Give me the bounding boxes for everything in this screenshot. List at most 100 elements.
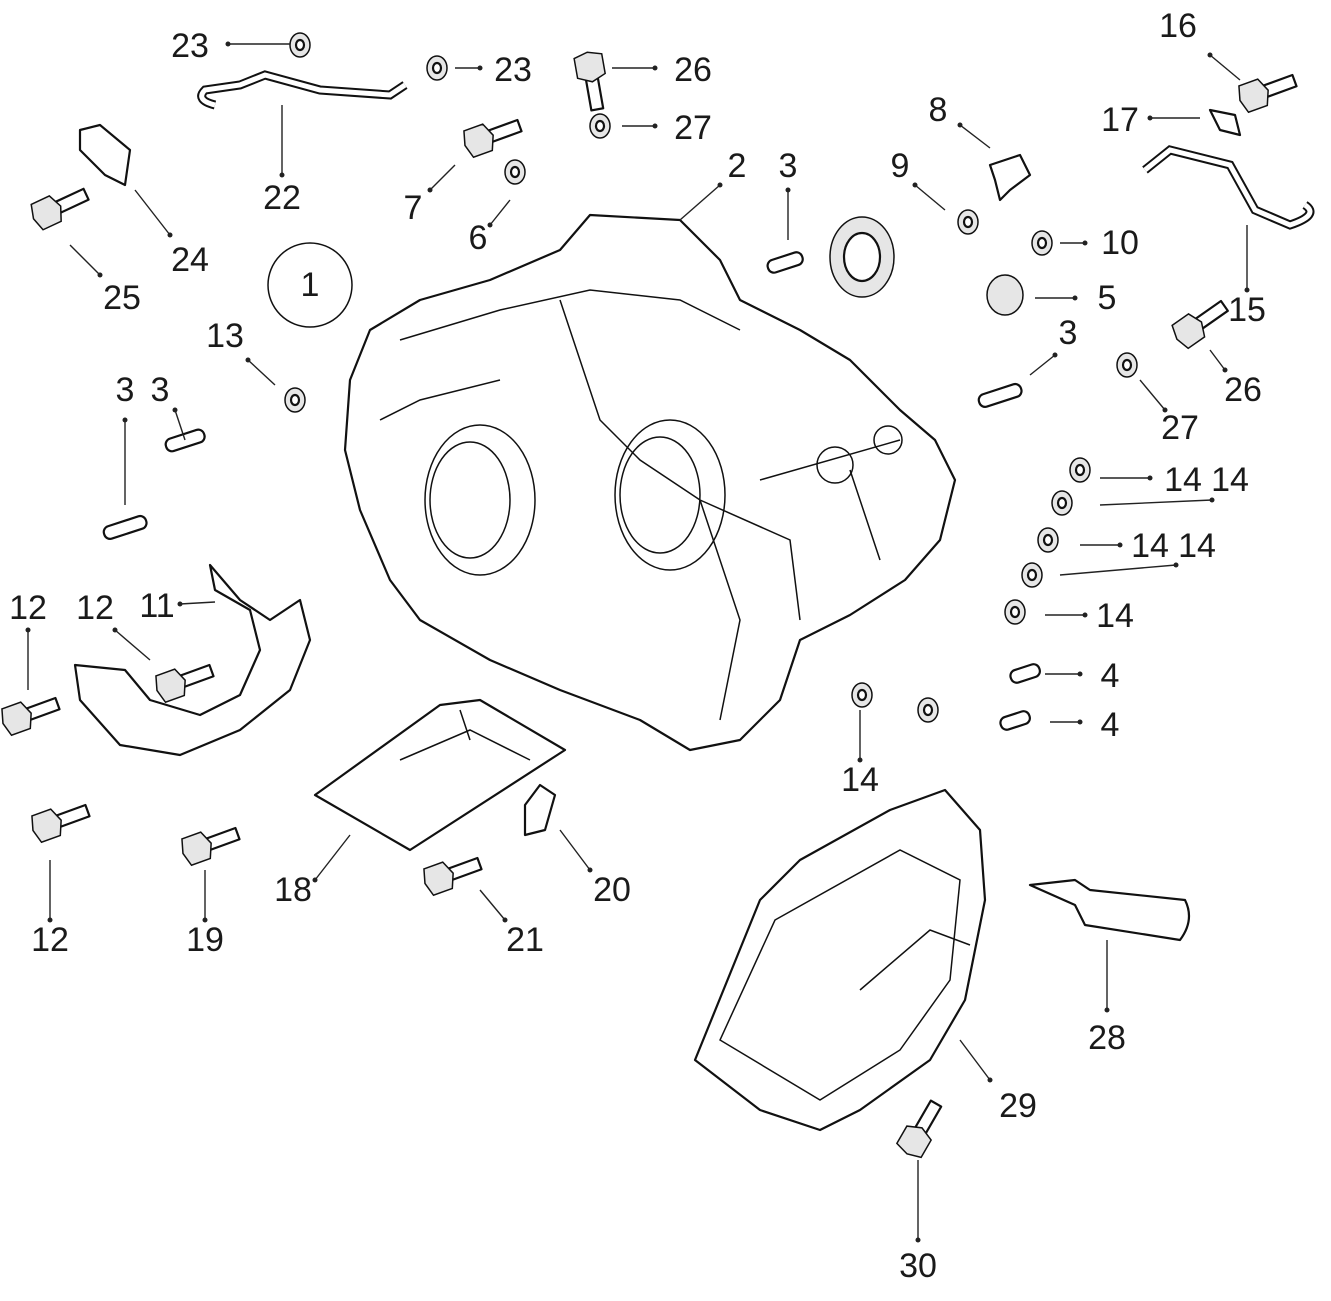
- leader-line: [1059, 564, 1177, 576]
- bolt-head: [181, 831, 212, 867]
- leader-dot: [1117, 542, 1123, 548]
- leader-dot: [245, 357, 251, 363]
- bolt-head: [463, 123, 494, 159]
- callout-14: 14: [841, 761, 879, 799]
- leader-dot: [987, 1077, 993, 1083]
- callout-25: 25: [103, 279, 141, 317]
- callout-14: 14: [1178, 527, 1216, 565]
- callout-4: 4: [1101, 706, 1120, 744]
- leader-line: [174, 409, 186, 441]
- leader-dot: [857, 757, 863, 763]
- callout-5: 5: [1098, 279, 1117, 317]
- dowel-pin: [999, 710, 1031, 731]
- bolt-head: [1171, 313, 1206, 350]
- callout-27: 27: [1161, 409, 1199, 447]
- washer-hole: [431, 61, 443, 75]
- pins: [102, 251, 1041, 731]
- leader-dot: [957, 122, 963, 128]
- bracket: [523, 783, 557, 837]
- bolts: [1, 51, 1298, 1159]
- dowel-pin: [766, 251, 804, 274]
- leader-dot: [312, 877, 318, 883]
- leader-dot: [487, 222, 493, 228]
- leader-dot: [1147, 475, 1153, 481]
- callout-13: 13: [206, 317, 244, 355]
- leader-line: [114, 629, 151, 661]
- bolt: [1, 696, 61, 737]
- leader-line: [489, 199, 511, 226]
- leader-dot: [652, 123, 658, 129]
- plug: [988, 153, 1032, 202]
- leader-dot: [172, 407, 178, 413]
- leader-dot: [1082, 612, 1088, 618]
- callout-15: 15: [1228, 291, 1266, 329]
- callout-12: 12: [9, 589, 47, 627]
- callout-6: 6: [469, 219, 488, 257]
- leader-dot: [912, 182, 918, 188]
- leader-dot: [167, 232, 173, 238]
- leader-line: [247, 359, 276, 386]
- bolt-head: [155, 668, 186, 704]
- leader-dot: [279, 172, 285, 178]
- leader-line: [1029, 354, 1056, 376]
- oil-tube-upper-left: [197, 70, 408, 110]
- leader-dot: [25, 627, 31, 633]
- leader-dot: [177, 601, 183, 607]
- callout-26: 26: [674, 51, 712, 89]
- callout-2: 2: [728, 147, 747, 185]
- callout-3: 3: [1059, 314, 1078, 352]
- leader-dot: [427, 187, 433, 193]
- washer-hole: [1036, 236, 1048, 250]
- filter-detail: [399, 709, 531, 761]
- callout-26: 26: [1224, 371, 1262, 409]
- leader-dot: [915, 1237, 921, 1243]
- bolt: [31, 803, 91, 844]
- bolt: [1238, 73, 1298, 114]
- callout-14: 14: [1131, 527, 1169, 565]
- washer-hole: [509, 165, 521, 179]
- bolt-head: [423, 861, 454, 897]
- callout-14: 14: [1096, 597, 1134, 635]
- callout-10: 10: [1101, 224, 1139, 262]
- callout-14: 14: [1211, 461, 1249, 499]
- callout-29: 29: [999, 1087, 1037, 1125]
- callout-19: 19: [186, 921, 224, 959]
- callout-12: 12: [31, 921, 69, 959]
- leader-dot: [1077, 719, 1083, 725]
- leader-dot: [47, 917, 53, 923]
- bolt: [155, 663, 215, 704]
- parts-drawing: [1, 32, 1315, 1159]
- callout-4: 4: [1101, 657, 1120, 695]
- callout-11: 11: [139, 587, 174, 625]
- housing-bore: [429, 441, 511, 559]
- callout-12: 12: [76, 589, 114, 627]
- sealant-tube: [1028, 878, 1191, 942]
- housing-bore: [424, 424, 536, 576]
- bracket: [78, 123, 132, 187]
- washer-hole: [289, 393, 301, 407]
- housing-port: [816, 446, 854, 484]
- washer-hole: [856, 688, 868, 702]
- oil-pan-detail: [719, 849, 971, 1101]
- leader-dot: [112, 627, 118, 633]
- callout-23: 23: [494, 51, 532, 89]
- dust-shield: [73, 563, 312, 757]
- washer-hole: [1026, 568, 1038, 582]
- bolt-head: [31, 808, 62, 844]
- callout-22: 22: [263, 179, 301, 217]
- bolt-head: [573, 51, 607, 83]
- bolt: [1171, 299, 1229, 350]
- housing-ribs: [379, 289, 901, 721]
- transmission-housing: [343, 213, 957, 752]
- housing-bore: [614, 419, 726, 571]
- leader-dot: [1222, 367, 1228, 373]
- oil-tube-upper-right-inner: [1143, 147, 1313, 228]
- leader-dot: [785, 187, 791, 193]
- bolt: [423, 856, 483, 897]
- bolt: [463, 118, 523, 159]
- callout-23: 23: [171, 27, 209, 65]
- leader-dot: [587, 867, 593, 873]
- leader-dot: [1209, 497, 1215, 503]
